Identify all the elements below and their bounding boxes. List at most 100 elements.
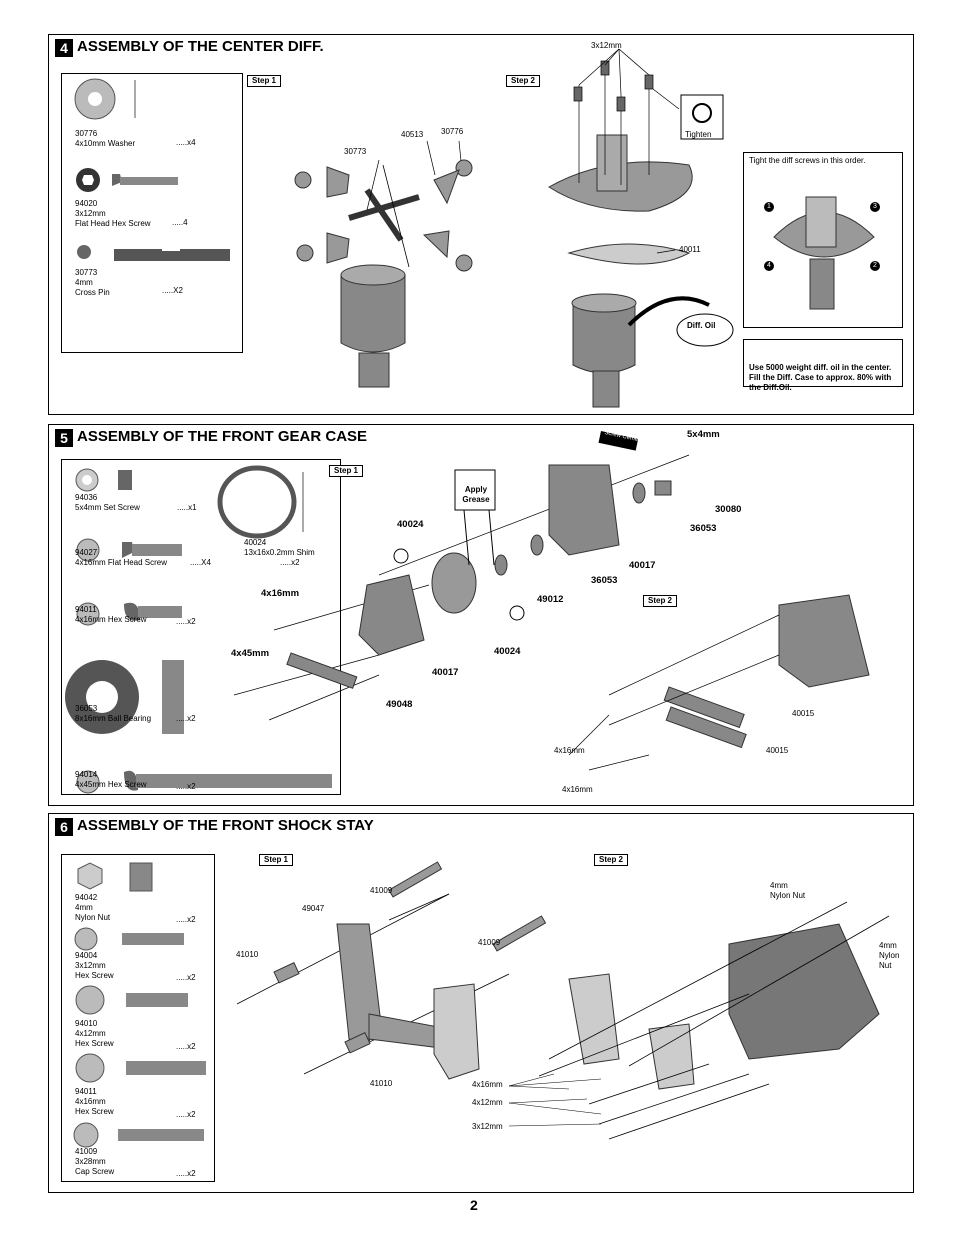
callout-40024: 40024 — [397, 519, 424, 530]
part-desc: Hex Screw — [75, 1107, 114, 1116]
order-4: 4 — [764, 261, 774, 271]
screw-order-illustration — [773, 196, 875, 310]
callout-30773: 30773 — [344, 147, 367, 156]
part-qty: .....x2 — [176, 973, 196, 982]
callout-49047: 49047 — [302, 904, 325, 913]
part-desc: 4mm — [75, 903, 93, 912]
part-desc: 8x16mm Ball Bearing — [75, 714, 152, 723]
order-1: 1 — [764, 202, 774, 212]
part-desc: 4mm — [75, 278, 93, 287]
callout-4x16mm: 4x16mm — [554, 746, 585, 755]
part-id: 94042 — [75, 893, 98, 902]
part-id: 40024 — [244, 538, 267, 547]
step-label: Step 2 — [643, 595, 678, 607]
part-qty: .....x4 — [176, 138, 196, 147]
step-label: Step 1 — [329, 465, 364, 477]
callout-40015: 40015 — [792, 709, 815, 718]
part-qty: .....x2 — [280, 558, 300, 567]
part-desc: 4x45mm Hex Screw — [75, 780, 147, 789]
section-front-shock-stay: 6 ASSEMBLY OF THE FRONT SHOCK STAY 94042… — [48, 813, 914, 1193]
part-desc: 4x16mm Hex Screw — [75, 615, 147, 624]
part-desc: Nylon Nut — [75, 913, 111, 922]
gear-case-illustration — [233, 430, 870, 771]
part-id: 94027 — [75, 548, 98, 557]
parts-illustrations — [74, 78, 230, 261]
part-desc: 4x16mm — [75, 1097, 106, 1106]
part-desc: 4x10mm Washer — [75, 139, 136, 148]
center-diff-illustration — [294, 48, 734, 408]
callout-40011: 40011 — [679, 245, 701, 254]
tighten-label: Tighten — [685, 130, 712, 139]
part-qty: .....X4 — [190, 558, 211, 567]
part-id: 94011 — [75, 605, 97, 614]
callout-nylon-nut: 4mm Nylon Nut — [879, 941, 900, 970]
part-id: 94004 — [75, 951, 98, 960]
part-qty: .....x2 — [176, 915, 196, 924]
order-2: 2 — [870, 261, 880, 271]
part-desc: Hex Screw — [75, 1039, 114, 1048]
callout-4x12mm: 4x12mm — [472, 1098, 503, 1107]
callout-49048: 49048 — [386, 699, 413, 710]
callout-3x12mm: 3x12mm — [472, 1122, 503, 1131]
part-desc: 3x28mm — [75, 1157, 106, 1166]
part-desc: 4x12mm — [75, 1029, 106, 1038]
section-title: ASSEMBLY OF THE FRONT SHOCK STAY — [77, 817, 374, 834]
step-label: Step 2 — [594, 854, 629, 866]
callout-36053: 36053 — [591, 575, 618, 586]
part-id: 94020 — [75, 199, 98, 208]
callout-5x4mm: 5x4mm — [687, 429, 720, 440]
callout-40017: 40017 — [629, 560, 656, 571]
screw-order-note: Tight the diff screws in this order. — [749, 156, 866, 165]
callout-41009: 41009 — [370, 886, 393, 895]
part-desc: Cap Screw — [75, 1167, 115, 1176]
page-number: 2 — [470, 1197, 478, 1213]
part-id: 30776 — [75, 129, 98, 138]
part-desc: 5x4mm Set Screw — [75, 503, 140, 512]
step-number: 4 — [55, 39, 73, 57]
callout-nylon-nut: 4mm Nylon Nut — [770, 881, 806, 900]
part-desc: 3x12mm — [75, 209, 106, 218]
callout-40024: 40024 — [494, 646, 521, 657]
diff-oil-label: Diff. Oil — [687, 321, 716, 330]
part-desc: Cross Pin — [75, 288, 110, 297]
callout-30776: 30776 — [441, 127, 464, 136]
part-qty: .....x2 — [176, 1042, 196, 1051]
parts-illustrations — [73, 862, 206, 1148]
shock-stay-illustration — [236, 861, 890, 1140]
callout-4x45mm: 4x45mm — [231, 648, 270, 659]
part-qty: .....x2 — [176, 714, 196, 723]
part-qty: .....4 — [172, 218, 188, 227]
step-label: Step 1 — [247, 75, 282, 87]
order-3: 3 — [870, 202, 880, 212]
part-qty: .....x2 — [176, 1110, 196, 1119]
part-desc: 3x12mm — [75, 961, 106, 970]
callout-41010: 41010 — [236, 950, 259, 959]
section-title: ASSEMBLY OF THE CENTER DIFF. — [77, 38, 324, 55]
part-desc: Hex Screw — [75, 971, 114, 980]
callout-4x16mm: 4x16mm — [261, 588, 300, 599]
step-number: 6 — [55, 818, 73, 836]
callout-40017: 40017 — [432, 667, 459, 678]
screw-order-box: Tight the diff screws in this order. 1 3… — [743, 152, 903, 328]
part-qty: .....x1 — [177, 503, 197, 512]
step-label: Step 1 — [259, 854, 294, 866]
step-label: Step 2 — [506, 75, 541, 87]
callout-49012: 49012 — [537, 594, 564, 605]
callout-41009: 41009 — [478, 938, 501, 947]
callout-41010: 41010 — [370, 1079, 393, 1088]
part-id: 94010 — [75, 1019, 98, 1028]
callout-36053: 36053 — [690, 523, 717, 534]
part-id: 30773 — [75, 268, 98, 277]
parts-illustrations — [65, 465, 332, 794]
part-id: 94011 — [75, 1087, 97, 1096]
step-number: 5 — [55, 429, 73, 447]
diff-oil-text: Use 5000 weight diff. oil in the center.… — [749, 363, 892, 392]
parts-list: 30776 4x10mm Washer .....x4 94020 3x12mm… — [61, 73, 243, 353]
callout-30080: 30080 — [715, 504, 742, 515]
part-qty: .....x2 — [176, 782, 196, 791]
section-center-diff: 4 ASSEMBLY OF THE CENTER DIFF. 30776 4x1… — [48, 34, 914, 415]
part-desc: 4x16mm Flat Head Screw — [75, 558, 168, 567]
callout-40015: 40015 — [766, 746, 789, 755]
parts-list: 94042 4mm Nylon Nut .....x2 94004 3x12mm… — [61, 854, 215, 1182]
part-qty: .....X2 — [162, 286, 183, 295]
